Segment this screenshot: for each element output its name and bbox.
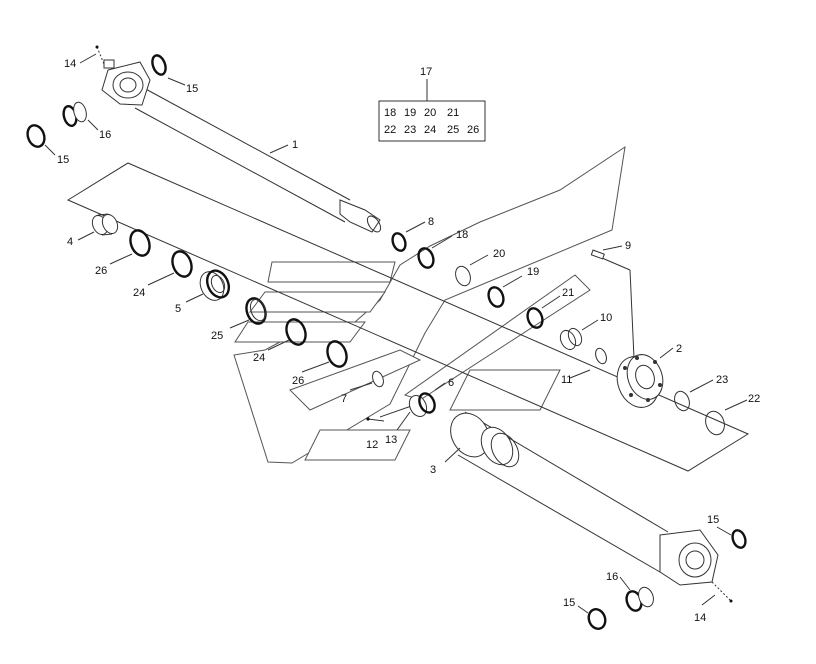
- cylinder-head: [590, 249, 664, 408]
- callout-15-top-right: 15: [186, 83, 198, 95]
- kit-cell: 22: [384, 124, 396, 136]
- callout-23: 23: [716, 374, 728, 386]
- callout-14-bottom: 14: [694, 612, 706, 624]
- ring-part-21: [526, 307, 544, 329]
- callout-6: 6: [448, 377, 454, 389]
- ring-part-15-bottom-b: [587, 608, 607, 630]
- bushing-part-10: [559, 327, 583, 351]
- ring-part-15-bottom-a: [731, 529, 747, 549]
- callout-26-left: 26: [95, 265, 107, 277]
- ring-part-8: [391, 232, 407, 252]
- callout-22: 22: [748, 393, 760, 405]
- ring-part-19: [487, 286, 505, 308]
- bushing-part-16-top: [62, 101, 87, 127]
- kit-cell: 26: [467, 124, 479, 136]
- callout-24-right: 24: [253, 352, 265, 364]
- ring-part-15-top-a: [151, 54, 167, 76]
- callout-16-top: 16: [99, 129, 111, 141]
- callout-5: 5: [175, 303, 181, 315]
- kit-cell: 18: [384, 107, 396, 119]
- nut-part-6: [408, 392, 436, 418]
- callout-15-top-left: 15: [57, 154, 69, 166]
- callout-20: 20: [493, 248, 505, 260]
- kit-cell: 25: [447, 124, 459, 136]
- callout-21: 21: [562, 287, 574, 299]
- cylinder-tube: [95, 45, 382, 233]
- callout-3: 3: [430, 464, 436, 476]
- ring-part-15-top-b: [26, 124, 46, 148]
- watermark-logo: [233, 145, 626, 464]
- ring-part-22: [705, 410, 725, 436]
- callout-13: 13: [385, 434, 397, 446]
- seal-kit-table: 18 19 20 21 22 23 24 25 26: [378, 79, 486, 142]
- piston-part-5: [199, 269, 231, 301]
- callout-4: 4: [67, 236, 73, 248]
- callout-1: 1: [292, 139, 298, 151]
- ring-part-11: [595, 347, 607, 365]
- ring-part-24-b: [285, 318, 307, 346]
- ring-part-24-a: [171, 250, 193, 278]
- callout-7: 7: [341, 393, 347, 405]
- screw-part-12: [366, 417, 385, 422]
- kit-cell: 20: [424, 107, 436, 119]
- callout-14-top: 14: [64, 58, 76, 70]
- ring-part-26-a: [129, 229, 151, 257]
- seal-rings: [26, 54, 747, 630]
- callout-labels: 1 2 3 4 5 6 7 8 9 10 11 12 13 14 14 15 1…: [57, 58, 760, 624]
- callout-16-bottom: 16: [606, 571, 618, 583]
- ring-part-26-b: [326, 340, 348, 368]
- ring-part-23: [674, 390, 690, 412]
- kit-cell: 24: [424, 124, 436, 136]
- callout-15-bottom-right: 15: [707, 514, 719, 526]
- callout-18: 18: [456, 229, 468, 241]
- callout-26-right: 26: [292, 375, 304, 387]
- callout-17: 17: [420, 66, 432, 78]
- kit-cell: 21: [447, 107, 459, 119]
- piston-rod: [450, 411, 733, 603]
- ring-part-20: [455, 265, 471, 287]
- ring-part-18: [417, 247, 435, 269]
- callout-8: 8: [428, 216, 434, 228]
- callout-11: 11: [561, 374, 572, 386]
- callout-2: 2: [676, 343, 682, 355]
- kit-cell: 19: [404, 107, 416, 119]
- bushing-part-4: [91, 213, 119, 236]
- callout-10: 10: [600, 312, 612, 324]
- callout-19: 19: [527, 266, 539, 278]
- seal-kit-outline: [66, 162, 750, 472]
- callout-25: 25: [211, 330, 223, 342]
- callout-24-left: 24: [133, 287, 145, 299]
- bushing-part-16-bottom: [625, 586, 654, 612]
- leader-lines: [44, 53, 748, 614]
- callout-9: 9: [625, 240, 631, 252]
- ring-part-7: [372, 370, 384, 388]
- kit-cell: 23: [404, 124, 416, 136]
- callout-15-bottom-left: 15: [563, 597, 575, 609]
- callout-12: 12: [366, 439, 378, 451]
